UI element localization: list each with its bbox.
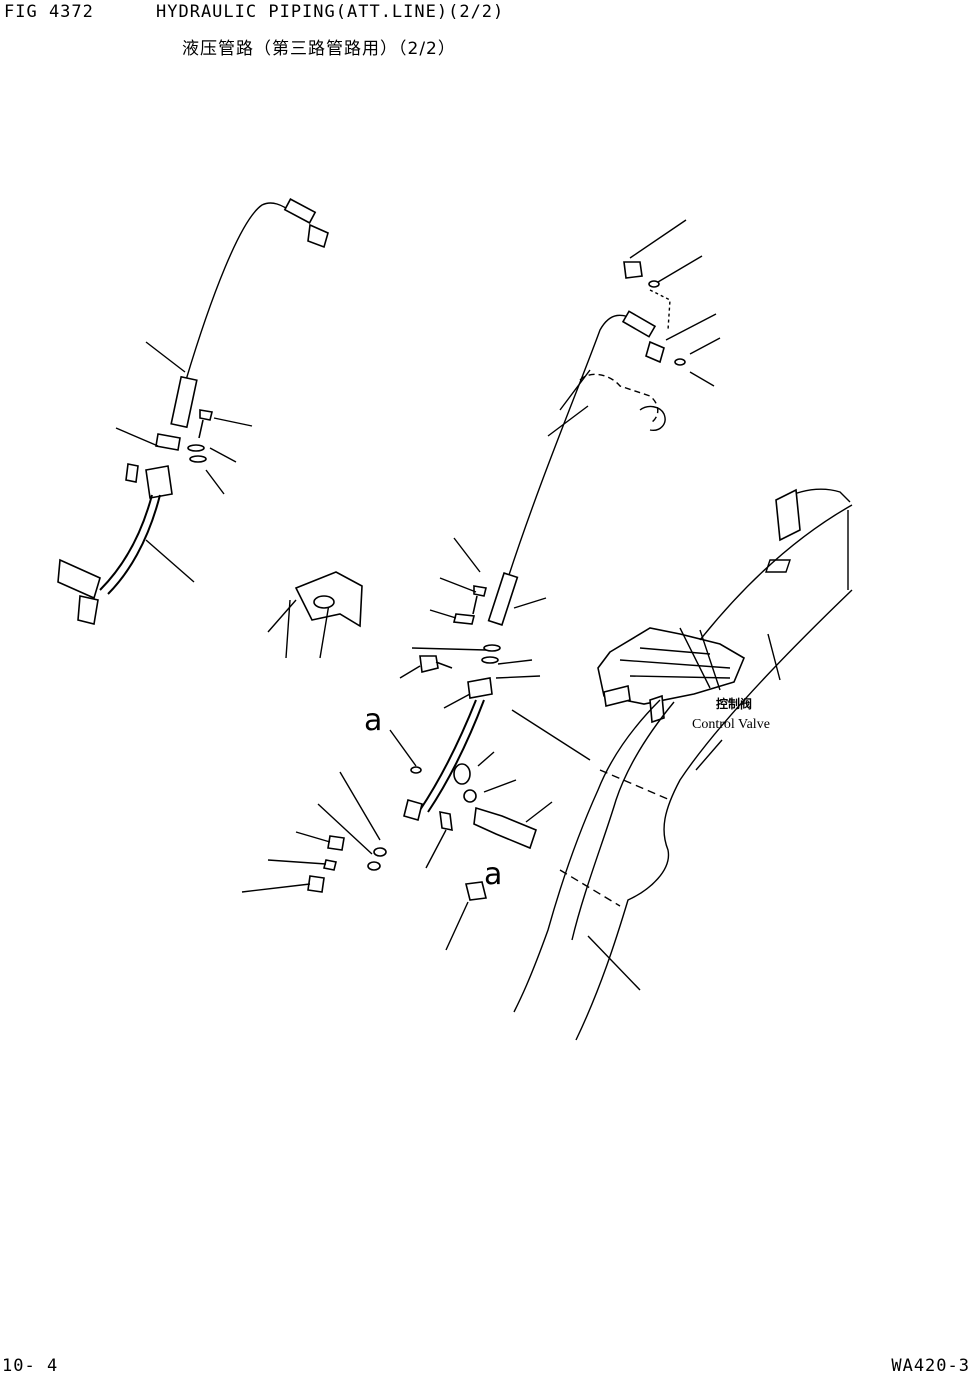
figure-number: FIG 4372 — [4, 2, 94, 22]
left-hose-assembly — [57, 198, 329, 625]
reference-letter-a: a — [484, 857, 502, 892]
mounting-bracket — [267, 571, 363, 659]
figure-title-chinese: 液压管路（第三路管路用）（2/2） — [182, 39, 456, 59]
control-valve-and-frame: 控制阀 Control Valve a a — [364, 369, 853, 1041]
label-control-valve-chinese: 控制阀 — [716, 696, 752, 711]
reference-letter-a: a — [364, 703, 382, 738]
page-number: 10- 4 — [2, 1356, 59, 1376]
figure-title-english: HYDRAULIC PIPING(ATT.LINE)(2/2) — [156, 2, 505, 22]
label-control-valve: Control Valve — [692, 717, 770, 732]
model-number: WA420-3 — [891, 1356, 970, 1376]
center-hose-assembly — [241, 219, 721, 951]
